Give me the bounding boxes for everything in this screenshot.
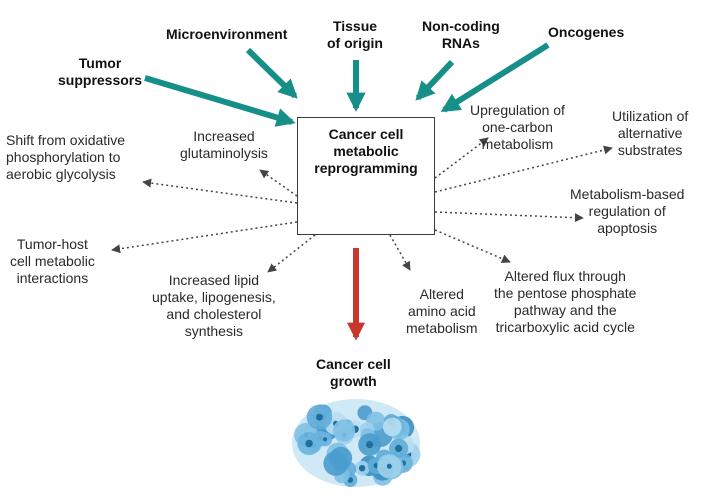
- arrow-amino-acid: [389, 234, 411, 271]
- effect-glutaminolysis: Increased glutaminolysis: [180, 128, 268, 161]
- influence-tissue-of-origin: Tissue of origin: [327, 18, 383, 51]
- arrow-lipid: [267, 234, 316, 273]
- arrow-tumor-host: [111, 221, 298, 254]
- center-box: Cancer cell metabolic reprogramming: [297, 117, 435, 235]
- arrow-glutaminolysis: [259, 169, 298, 197]
- effect-amino-acid: Altered amino acid metabolism: [406, 286, 478, 336]
- arrow-one-carbon: [434, 137, 489, 179]
- tumor-cell-cluster-icon: [292, 399, 421, 487]
- arrow-pentose-tca: [434, 229, 511, 263]
- arrow-tumor-suppressors: [144, 75, 296, 127]
- influence-oncogenes: Oncogenes: [548, 24, 625, 40]
- arrow-oncogenes: [440, 42, 550, 113]
- effect-one-carbon: Upregulation of one-carbon metabolism: [470, 102, 565, 152]
- effect-apoptosis: Metabolism-based regulation of apoptosis: [570, 186, 685, 236]
- effect-pentose-tca: Altered flux through the pentose phospha…: [494, 268, 637, 335]
- influence-non-coding-rnas: Non-coding RNAs: [422, 18, 500, 51]
- influence-microenvironment: Microenvironment: [166, 26, 288, 42]
- arrow-alt-substrates: [434, 145, 613, 193]
- arrow-non-coding-rnas: [415, 59, 455, 101]
- effect-tumor-host: Tumor-host cell metabolic interactions: [10, 236, 95, 286]
- center-title: Cancer cell metabolic reprogramming: [314, 126, 418, 176]
- effect-glycolysis-shift: Shift from oxidative phosphorylation to …: [6, 132, 126, 182]
- arrow-microenvironment: [245, 47, 298, 99]
- arrow-apoptosis: [434, 211, 584, 223]
- effect-lipid: Increased lipid uptake, lipogenesis, and…: [152, 272, 276, 339]
- influence-tumor-suppressors: Tumor suppressors: [58, 55, 143, 88]
- outcome-label: Cancer cell growth: [316, 356, 391, 389]
- arrow-glycolysis-shift: [142, 178, 298, 204]
- effect-alt-substrates: Utilization of alternative substrates: [612, 108, 689, 158]
